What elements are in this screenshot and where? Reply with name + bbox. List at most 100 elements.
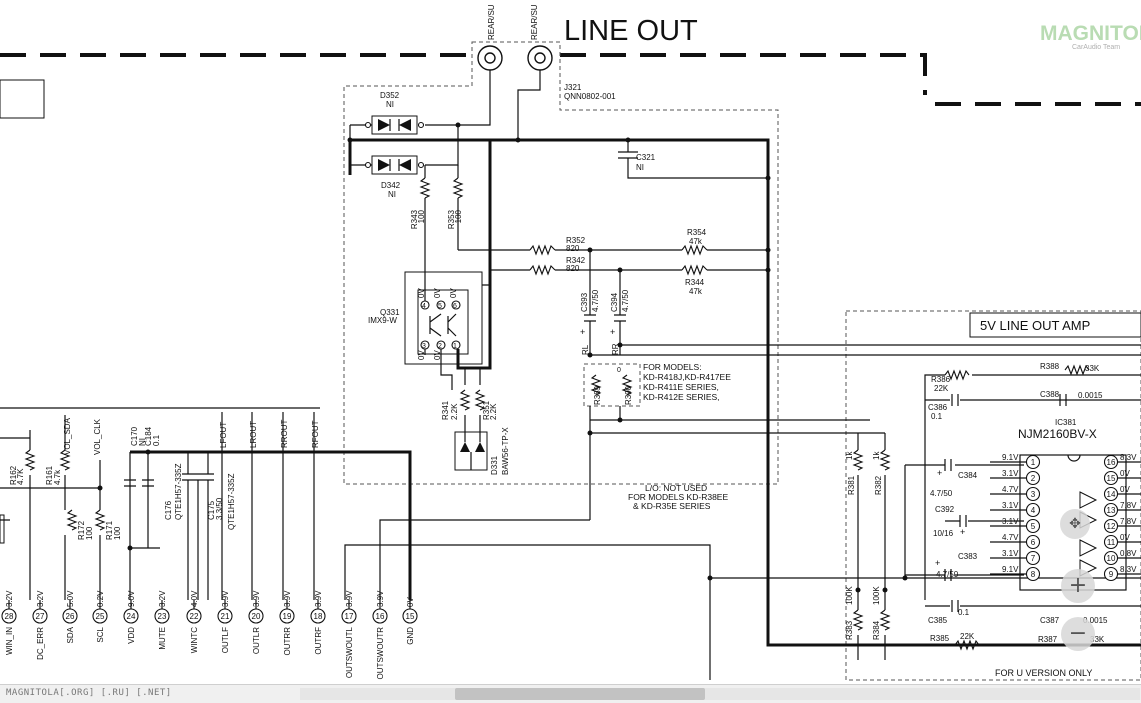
connector-pins: 283.2VWIN_IN273.2VDC_ERR265.0VSDA250.2VS…: [2, 590, 417, 680]
horizontal-scrollbar[interactable]: [300, 688, 1140, 700]
ic-pin-voltage: 4.7V: [1002, 485, 1019, 494]
schematic-diagram: LINE OUT MAGNITOLA CarAudio Team REAR/SU…: [0, 0, 1141, 684]
net-rfout: RFOUT: [311, 420, 320, 448]
svg-text:C393: C393: [580, 292, 589, 312]
wire-r343-r353: [425, 165, 458, 305]
ground-bus-q331: [458, 140, 490, 368]
c387-ref: C387: [1040, 616, 1060, 625]
r383-ref: R383: [845, 620, 854, 640]
wire-r341-r351: [465, 368, 480, 385]
pin-voltage: 3.2V: [36, 590, 45, 607]
r342-val: 820: [566, 264, 580, 273]
svg-text:D342: D342: [381, 181, 401, 190]
svg-text:BAW56-TP-X: BAW56-TP-X: [501, 427, 510, 475]
ic-pin-voltage: 3.1V: [1002, 501, 1019, 510]
r385-ref: R385: [930, 634, 950, 643]
capacitor-c321: C321 NI: [618, 140, 768, 178]
resistor-r343: [421, 178, 429, 198]
ic-pin: 64.7V: [990, 533, 1040, 549]
connector-ref: J321: [564, 83, 582, 92]
node: [588, 431, 593, 436]
note-u-version: FOR U VERSION ONLY: [995, 668, 1092, 678]
note-models-2: KD-R418J,KD-R417EE: [643, 372, 731, 382]
capacitor-c170-c184: [124, 480, 154, 486]
pin-voltage: 3.2V: [158, 590, 167, 607]
r389-ref: R389: [593, 385, 602, 405]
ic-notch: [1068, 455, 1080, 461]
r386-val: 22K: [934, 384, 949, 393]
resistor-r171: [96, 510, 104, 530]
scrollbar-thumb[interactable]: [455, 688, 705, 700]
svg-text:NI: NI: [386, 100, 394, 109]
ic-pin-voltage: 9.1V: [1002, 453, 1019, 462]
r384-val: 100K: [872, 586, 881, 605]
zoom-in-button[interactable]: +: [1061, 569, 1095, 603]
wire-vdd: [130, 452, 148, 600]
r387-ref: R387: [1038, 635, 1058, 644]
wire-sw-outputs: [345, 520, 710, 680]
c383-ref: C383: [958, 552, 978, 561]
schematic-viewer[interactable]: LINE OUT MAGNITOLA CarAudio Team REAR/SU…: [0, 0, 1141, 684]
svg-text:C394: C394: [610, 292, 619, 312]
resistor-r354: [682, 246, 707, 254]
svg-text:4: 4: [422, 303, 426, 310]
svg-text:2: 2: [438, 343, 442, 350]
net-vol-sda: VOL_SDA: [63, 417, 72, 455]
ground-bus-bottom: [130, 452, 410, 600]
resistor-r341: [461, 390, 469, 410]
r384-ref: R384: [872, 620, 881, 640]
pin-voltage: 3.9V: [376, 590, 385, 607]
pin-name: GND: [406, 627, 415, 645]
c388-val: 0.0015: [1078, 391, 1103, 400]
connector-pin1-label: REAR/SU: [487, 4, 496, 40]
svg-text:MAGNITOLA: MAGNITOLA: [1040, 22, 1141, 45]
svg-text:+: +: [580, 327, 585, 337]
node: [98, 486, 103, 491]
svg-text:4.7/50: 4.7/50: [591, 289, 600, 312]
ic-ref: IC381: [1055, 418, 1077, 427]
ic-pin-number: 8: [1031, 570, 1036, 579]
pin-number: 22: [190, 612, 199, 621]
c184-val: 0.1: [152, 434, 161, 446]
ic-pin-number: 9: [1109, 570, 1114, 579]
resistor-r162: [26, 450, 34, 470]
c383-val: 4.7/50: [936, 570, 959, 579]
ic-pin: 34.7V: [990, 485, 1040, 501]
resistor-r353: [454, 178, 462, 198]
resistor-r342: [530, 266, 555, 274]
svg-text:IMX9-W: IMX9-W: [368, 316, 397, 325]
pin-number: 16: [376, 612, 385, 621]
net-vol-clk: VOL_CLK: [93, 418, 102, 455]
node: [516, 138, 521, 143]
ic-pin-voltage: 9.1V: [1002, 565, 1019, 574]
ic-pin-voltage: 3.1V: [1002, 517, 1019, 526]
left-block-2: [0, 515, 4, 543]
node: [588, 353, 593, 358]
c385-ref: C385: [928, 616, 948, 625]
c175-val: 3.3/50: [215, 497, 224, 520]
resistor-r344: [682, 266, 707, 274]
diode-d342: D342 NI: [366, 156, 424, 199]
pin-number: 18: [314, 612, 323, 621]
ic-pin: 19.1V: [990, 453, 1040, 469]
pin-number: 23: [158, 612, 167, 621]
zoom-out-button[interactable]: −: [1061, 617, 1095, 651]
pin-voltage: 3.9V: [345, 590, 354, 607]
pin-name: WIN_IN: [5, 627, 14, 655]
pan-icon[interactable]: ✥: [1060, 509, 1090, 539]
c386-val: 0.1: [931, 412, 943, 421]
ic-pin: 127.8V: [1105, 517, 1141, 533]
pin-number: 20: [252, 612, 261, 621]
pin-number: 19: [283, 612, 292, 621]
pin-number: 25: [96, 612, 105, 621]
node: [618, 418, 623, 423]
c388-ref: C388: [1040, 390, 1060, 399]
